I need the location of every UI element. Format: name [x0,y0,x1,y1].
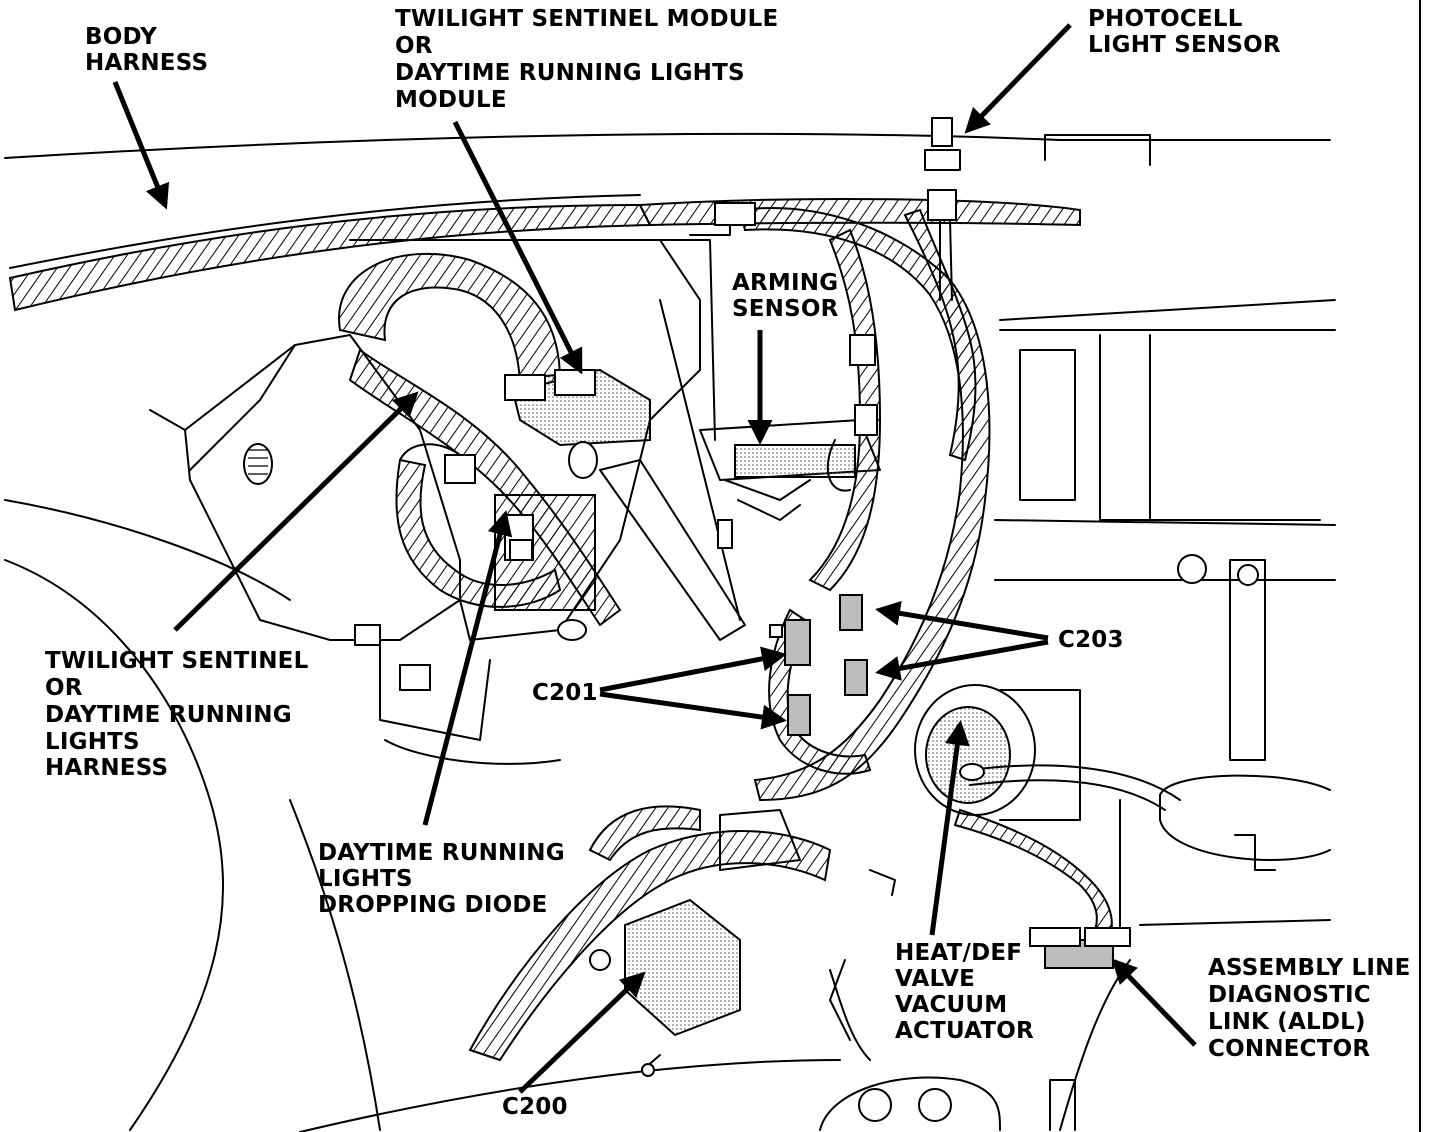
twilight-sentinel-module [504,368,651,479]
label-photocell: PHOTOCELL LIGHT SENSOR [1088,6,1281,58]
label-twilight-harness: TWILIGHT SENTINEL OR DAYTIME RUNNING LIG… [45,648,317,781]
arrow-c201-b [599,691,787,730]
label-c200: C200 [502,1094,568,1120]
label-aldl: ASSEMBLY LINE DIAGNOSTIC LINK (ALDL) CON… [1208,955,1419,1062]
arrow-photocell [964,23,1072,134]
label-arming-sensor: ARMING SENSOR [732,270,847,322]
label-c203: C203 [1058,627,1124,653]
arming-sensor-part [699,419,881,549]
connectors-c201-c203 [769,594,868,736]
callout-arrows [112,23,1197,1094]
arrow-heat-def [929,720,970,936]
arrow-dropping-diode [422,510,513,826]
photocell-sensor [924,117,961,301]
arrow-aldl [1111,958,1197,1047]
arrow-c203-a [875,600,1049,641]
label-heat-def: HEAT/DEF VALVE VACUUM ACTUATOR [895,940,1034,1044]
label-twilight-module: TWILIGHT SENTINEL MODULE OR DAYTIME RUNN… [395,6,787,113]
arrow-c200 [518,971,646,1094]
label-c201: C201 [532,680,598,706]
arrow-twilight-harness [173,391,419,632]
arrow-c201-a [599,646,787,693]
hvac-module-housing [149,239,746,765]
aldl-connector [953,808,1131,969]
arrow-twilight-module [452,120,583,375]
label-dropping-diode: DAYTIME RUNNING LIGHTS DROPPING DIODE [318,840,573,918]
arrow-c203-b [875,639,1049,681]
label-body-harness: BODY HARNESS [85,24,208,76]
dropping-diode [494,494,596,641]
c200-assembly [468,805,896,1077]
arrow-body-harness [112,81,170,210]
labels: BODY HARNESS TWILIGHT SENTINEL MODULE OR… [45,6,1419,1120]
twilight-harness-coil [338,252,622,627]
